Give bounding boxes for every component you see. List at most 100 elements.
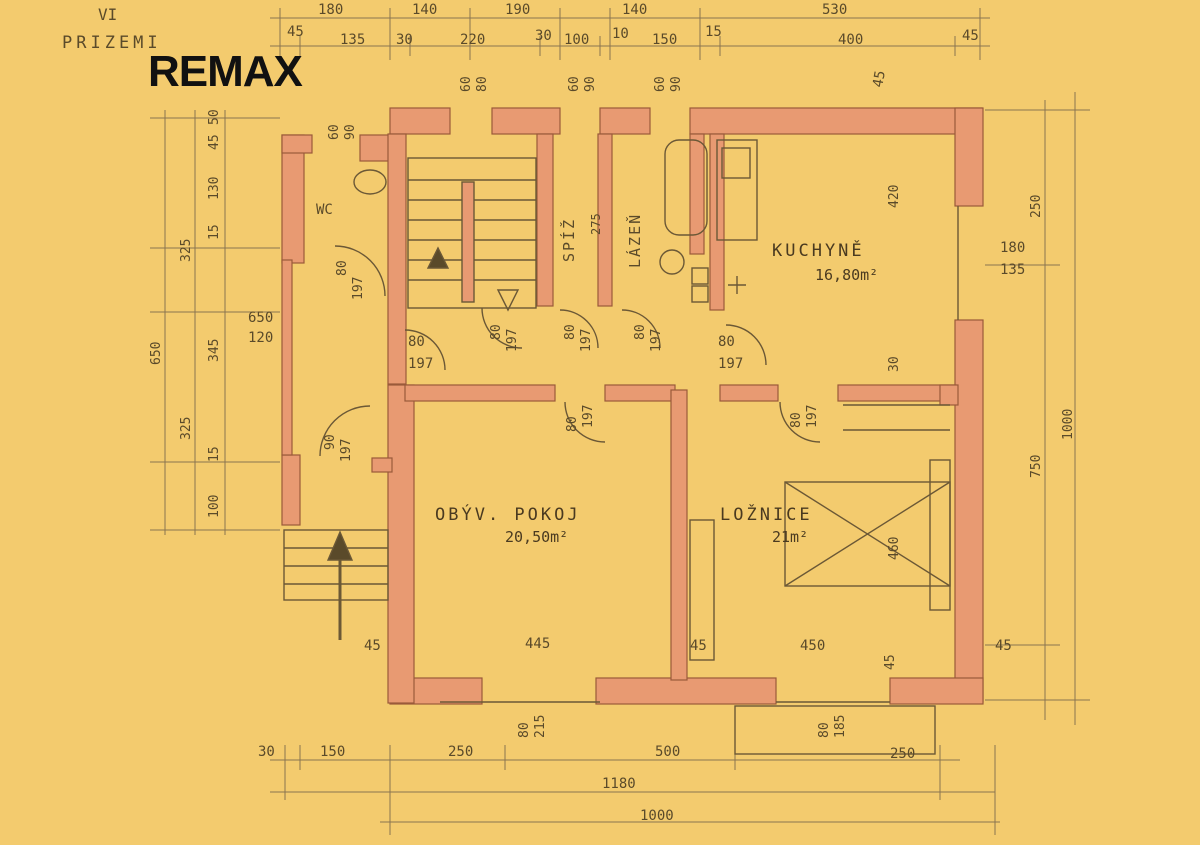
floor-label-2: VI bbox=[98, 5, 117, 24]
floor-label: PRIZEMI bbox=[62, 33, 162, 53]
dimension-label: 325 bbox=[179, 417, 194, 440]
dimension-lines bbox=[150, 8, 1090, 835]
dimension-label: 150 bbox=[652, 32, 677, 48]
right-dimensions: 250 180 135 1000 750 45 45 bbox=[870, 69, 1076, 654]
dimension-label: 1000 bbox=[640, 808, 674, 824]
room-kitchen-area: 16,80m² bbox=[815, 266, 878, 284]
door-marks: 60 80 60 90 60 90 60 90 80 197 650 120 8… bbox=[248, 76, 848, 738]
dimension-label: 650 bbox=[248, 310, 273, 326]
room-pantry-label: SPÍŽ bbox=[559, 218, 578, 262]
dimension-label: 250 bbox=[1029, 195, 1044, 218]
dimension-label: 45 bbox=[364, 638, 381, 654]
fixtures bbox=[283, 139, 959, 755]
dimension-label: 90 bbox=[343, 124, 358, 140]
dimension-label: 45 bbox=[690, 638, 707, 654]
dimension-label: 197 bbox=[351, 277, 366, 300]
dimension-label: 80 bbox=[408, 334, 425, 350]
dimension-label: 197 bbox=[505, 329, 520, 352]
dimension-label: 130 bbox=[207, 177, 222, 200]
dimension-label: 197 bbox=[579, 329, 594, 352]
dimension-label: 60 bbox=[653, 76, 668, 92]
dimension-label: 250 bbox=[890, 746, 915, 762]
top-dimensions: 180 140 190 140 530 45 135 30 220 30 100… bbox=[287, 2, 979, 48]
dimension-label: 80 bbox=[718, 334, 735, 350]
dimension-label: 135 bbox=[1000, 262, 1025, 278]
inner-dimensions: 420 30 445 450 460 45 45 45 bbox=[364, 185, 902, 670]
dimension-label: 50 bbox=[207, 109, 222, 125]
dimension-label: 1180 bbox=[602, 776, 636, 792]
dimension-label: 460 bbox=[887, 537, 902, 560]
dimension-label: 180 bbox=[1000, 240, 1025, 256]
dimension-label: 750 bbox=[1029, 455, 1044, 478]
dimension-label: 90 bbox=[669, 76, 684, 92]
dimension-label: 150 bbox=[320, 744, 345, 760]
dimension-label: 190 bbox=[505, 2, 530, 18]
dimension-label: 100 bbox=[564, 32, 589, 48]
room-bedroom-label: LOŽNICE bbox=[720, 503, 813, 525]
room-pantry-sub: 275 bbox=[589, 213, 603, 235]
dimension-label: 1000 bbox=[1061, 409, 1076, 440]
dimension-label: 80 bbox=[517, 722, 532, 738]
dimension-label: 345 bbox=[207, 339, 222, 362]
dimension-label: 45 bbox=[870, 69, 889, 88]
dimension-label: 420 bbox=[887, 185, 902, 208]
dimension-label: 197 bbox=[408, 356, 433, 372]
dimension-label: 45 bbox=[287, 24, 304, 40]
dimension-label: 30 bbox=[887, 356, 902, 372]
room-bath-label: LÁZEŇ bbox=[625, 213, 644, 268]
dimension-label: 80 bbox=[817, 722, 832, 738]
dimension-label: 45 bbox=[995, 638, 1012, 654]
dimension-label: 45 bbox=[962, 28, 979, 44]
dimension-label: 120 bbox=[248, 330, 273, 346]
dimension-label: 100 bbox=[207, 495, 222, 518]
dimension-label: 180 bbox=[318, 2, 343, 18]
dimension-label: 15 bbox=[207, 224, 222, 240]
dimension-label: 30 bbox=[535, 28, 552, 44]
dimension-label: 90 bbox=[583, 76, 598, 92]
dimension-label: 90 bbox=[323, 434, 338, 450]
dimension-label: 45 bbox=[207, 134, 222, 150]
left-dimensions: 650 325 345 325 50 45 130 15 15 100 bbox=[149, 109, 222, 518]
dimension-label: 197 bbox=[805, 405, 820, 428]
dimension-label: 450 bbox=[800, 638, 825, 654]
bottom-dimensions: 30 150 250 500 250 1180 1000 bbox=[258, 744, 915, 824]
dimension-label: 445 bbox=[525, 636, 550, 652]
dimension-label: 30 bbox=[258, 744, 275, 760]
room-living-area: 20,50m² bbox=[505, 528, 568, 546]
dimension-label: 197 bbox=[339, 439, 354, 462]
dimension-label: 45 bbox=[883, 654, 898, 670]
dimension-label: 80 bbox=[475, 76, 490, 92]
dimension-label: 140 bbox=[412, 2, 437, 18]
dimension-label: 400 bbox=[838, 32, 863, 48]
dimension-label: 10 bbox=[612, 26, 629, 42]
dimension-label: 80 bbox=[565, 416, 580, 432]
dimension-label: 80 bbox=[335, 260, 350, 276]
dimension-label: 250 bbox=[448, 744, 473, 760]
dimension-label: 197 bbox=[649, 329, 664, 352]
dimension-label: 15 bbox=[207, 446, 222, 462]
dimension-label: 15 bbox=[705, 24, 722, 40]
dimension-label: 60 bbox=[459, 76, 474, 92]
dimension-label: 60 bbox=[567, 76, 582, 92]
dimension-label: 325 bbox=[179, 239, 194, 262]
walls bbox=[281, 107, 984, 705]
dimension-label: 60 bbox=[327, 124, 342, 140]
dimension-label: 215 bbox=[533, 715, 548, 738]
dimension-label: 135 bbox=[340, 32, 365, 48]
room-kitchen-label: KUCHYNĚ bbox=[772, 239, 865, 261]
dimension-label: 220 bbox=[460, 32, 485, 48]
dimension-label: 30 bbox=[396, 32, 413, 48]
dimension-label: 80 bbox=[489, 324, 504, 340]
dimension-label: 650 bbox=[149, 342, 164, 365]
room-bedroom-area: 21m² bbox=[772, 528, 808, 546]
dimension-label: 80 bbox=[563, 324, 578, 340]
dimension-label: 140 bbox=[622, 2, 647, 18]
dimension-label: 500 bbox=[655, 744, 680, 760]
dimension-label: 197 bbox=[581, 405, 596, 428]
room-wc-label: WC bbox=[316, 202, 333, 218]
dimension-label: 185 bbox=[833, 715, 848, 738]
dimension-label: 80 bbox=[633, 324, 648, 340]
dimension-label: 530 bbox=[822, 2, 847, 18]
remax-logo: REMAX bbox=[148, 47, 303, 96]
